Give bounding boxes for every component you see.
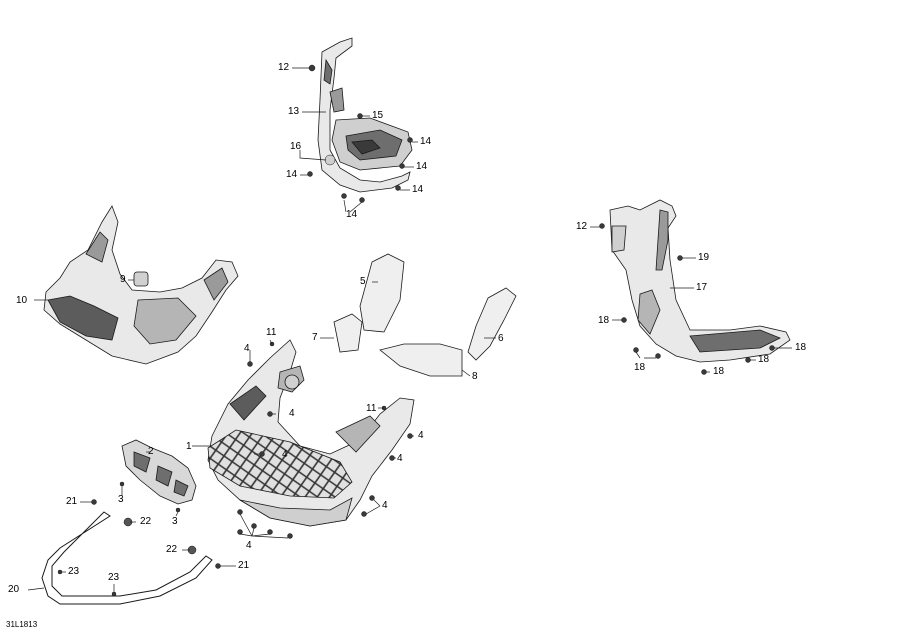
pad-5	[359, 253, 405, 333]
callout-23a: 23	[68, 566, 80, 577]
callout-18b: 18	[634, 362, 646, 373]
drawing-reference: 31L1813	[6, 620, 38, 629]
callout-2: 2	[148, 446, 154, 457]
callout-6: 6	[498, 333, 504, 344]
callout-16: 16	[290, 141, 302, 152]
callout-10: 10	[16, 295, 28, 306]
callout-14d: 14	[286, 169, 298, 180]
callout-18c: 18	[713, 366, 725, 377]
callout-23b: 23	[108, 572, 120, 583]
callout-21b: 21	[238, 560, 250, 571]
callout-13: 13	[288, 106, 300, 117]
callout-17: 17	[696, 282, 708, 293]
callout-14e: 14	[346, 209, 358, 220]
callout-12a: 12	[278, 62, 290, 73]
upper-hood	[43, 205, 239, 365]
callout-22a: 22	[140, 516, 152, 527]
pad-6	[467, 287, 517, 361]
pad-7	[333, 313, 363, 353]
callout-14b: 14	[416, 161, 428, 172]
callout-12b: 12	[576, 221, 588, 232]
callout-1: 1	[186, 441, 192, 452]
callout-9: 9	[120, 274, 126, 285]
callout-4g: 4	[246, 540, 252, 551]
leader-lines	[27, 67, 792, 592]
cap-part	[133, 271, 149, 287]
callout-4e: 4	[397, 453, 403, 464]
callout-11a: 11	[266, 327, 277, 338]
callout-18a: 18	[598, 315, 610, 326]
callout-4f: 4	[382, 500, 388, 511]
callout-8: 8	[472, 371, 478, 382]
callout-4a: 4	[244, 343, 250, 354]
callout-18e: 18	[795, 342, 807, 353]
callout-3b: 3	[172, 516, 178, 527]
console-frame-right	[609, 199, 791, 363]
front-bumper	[207, 339, 415, 527]
bumper-bar	[41, 511, 213, 605]
callout-22b: 22	[166, 544, 178, 555]
callout-4b: 4	[289, 408, 295, 419]
console-frame-top	[317, 37, 413, 193]
callout-14c: 14	[412, 184, 424, 195]
callout-3a: 3	[118, 494, 124, 505]
callout-4d: 4	[418, 430, 424, 441]
callout-5: 5	[360, 276, 366, 287]
callout-21a: 21	[66, 496, 78, 507]
callout-14a: 14	[420, 136, 432, 147]
callout-20: 20	[8, 584, 20, 595]
callout-19: 19	[698, 252, 710, 263]
bracket-2	[121, 439, 197, 505]
callout-4c: 4	[282, 449, 288, 460]
callout-18d: 18	[758, 354, 770, 365]
callout-15: 15	[372, 110, 384, 121]
callout-11b: 11	[366, 403, 377, 414]
pad-8	[379, 343, 463, 377]
callout-7: 7	[312, 332, 318, 343]
